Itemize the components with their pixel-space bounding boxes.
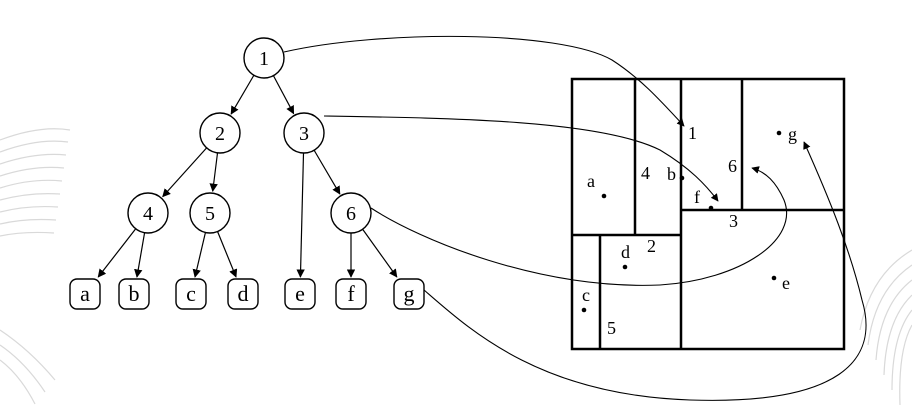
tree-node-label: 5 — [205, 203, 215, 225]
partition-region-label-3: 3 — [729, 211, 738, 231]
point-marker — [771, 275, 777, 281]
point-marker — [581, 307, 587, 313]
tree-edge-3-e — [296, 152, 305, 278]
point-label: a — [587, 171, 595, 191]
tree-leaf-f: f — [335, 278, 367, 310]
tree-leaf-label: c — [186, 281, 196, 306]
tree-edge-4-b — [134, 232, 146, 278]
partition-point-f: f — [694, 187, 714, 211]
partition-point-b: b — [667, 164, 685, 184]
tree-leaf-d: d — [227, 278, 259, 310]
connector-node-3-to-region-3 — [323, 115, 719, 202]
tree-node-label: 6 — [346, 203, 356, 225]
connector-node-1-to-region-1 — [283, 35, 685, 127]
connector-node-6-to-region-6 — [370, 166, 787, 286]
tree-node-circle — [189, 192, 231, 234]
point-marker — [708, 205, 714, 211]
point-marker — [776, 130, 782, 136]
tree-leaf-label: f — [347, 281, 355, 306]
tree-edge-1-2 — [230, 74, 255, 115]
tree-node-circle — [243, 37, 285, 79]
partition-region-label-2: 2 — [647, 236, 656, 256]
point-label: g — [788, 124, 797, 144]
tree-node-circle — [199, 112, 241, 154]
tree-to-partition-arrows — [283, 35, 867, 401]
partition-point-e: e — [771, 273, 790, 293]
partition-grid — [570, 77, 846, 351]
tree-edge-5-c — [192, 232, 207, 278]
tree-node-circle — [330, 192, 372, 234]
partition-point-c: c — [581, 285, 590, 313]
tree-node-1: 1 — [243, 37, 285, 79]
tree-node-label: 3 — [299, 123, 309, 145]
tree-leaf-box — [69, 278, 101, 310]
tree-edge-5-d — [216, 231, 238, 278]
tree-node-4: 4 — [127, 192, 169, 234]
tree-leaf-box — [284, 278, 316, 310]
tree-node-3: 3 — [283, 112, 325, 154]
partition-point-d: d — [621, 242, 630, 270]
tree-node-label: 1 — [259, 48, 269, 70]
tree-edge-1-3 — [272, 75, 295, 115]
tree-node-2: 2 — [199, 112, 241, 154]
tree-node-circle — [283, 112, 325, 154]
tree-leaf-label: a — [80, 281, 90, 306]
point-label: c — [582, 285, 590, 305]
tree-leaf-label: b — [129, 281, 140, 306]
point-label: b — [667, 164, 676, 184]
partition-region-labels: 1 2 3 4 5 6 — [607, 123, 738, 338]
tree-leaf-e: e — [284, 278, 316, 310]
partition-region-label-1: 1 — [688, 123, 697, 143]
tree-leaves: a b c d e f g — [69, 278, 425, 310]
tree-leaf-c: c — [175, 278, 207, 310]
partition-outer-box — [570, 77, 846, 351]
tree-leaf-a: a — [69, 278, 101, 310]
tree-edge-3-6 — [313, 149, 341, 195]
partition-region-label-6: 6 — [728, 156, 737, 176]
tree-node-label: 4 — [143, 203, 153, 225]
tree-leaf-label: g — [404, 281, 415, 306]
partition-point-g: g — [776, 124, 797, 144]
tree-edge-4-a — [97, 228, 137, 278]
partition-point-a: a — [587, 171, 607, 199]
point-marker — [679, 175, 685, 181]
connector-leaf-g-to-point-g — [423, 141, 867, 401]
decorative-arcs — [0, 128, 912, 406]
tree-leaf-box — [175, 278, 207, 310]
tree-leaf-label: d — [238, 281, 249, 306]
tree-edge-6-g — [362, 228, 398, 278]
tree-leaf-box — [335, 278, 367, 310]
tree-nodes: 1 2 3 4 5 6 — [127, 37, 372, 234]
tree-edges — [97, 74, 398, 278]
tree-node-6: 6 — [330, 192, 372, 234]
point-marker — [622, 264, 628, 270]
partition-region-label-4: 4 — [641, 163, 650, 183]
partition-points: a b c d e f g — [581, 124, 797, 313]
point-label: f — [694, 187, 700, 207]
point-marker — [601, 193, 607, 199]
tree-edge-2-5 — [209, 152, 219, 193]
tree-node-5: 5 — [189, 192, 231, 234]
tree-edge-2-4 — [162, 147, 208, 198]
point-label: d — [621, 242, 630, 262]
tree-node-circle — [127, 192, 169, 234]
tree-leaf-b: b — [118, 278, 150, 310]
point-label: e — [782, 273, 790, 293]
tree-leaf-box — [393, 278, 425, 310]
tree-leaf-box — [227, 278, 259, 310]
tree-node-label: 2 — [215, 123, 225, 145]
tree-leaf-label: e — [295, 281, 305, 306]
partition-region-label-5: 5 — [607, 318, 616, 338]
tree-leaf-box — [118, 278, 150, 310]
tree-leaf-g: g — [393, 278, 425, 310]
